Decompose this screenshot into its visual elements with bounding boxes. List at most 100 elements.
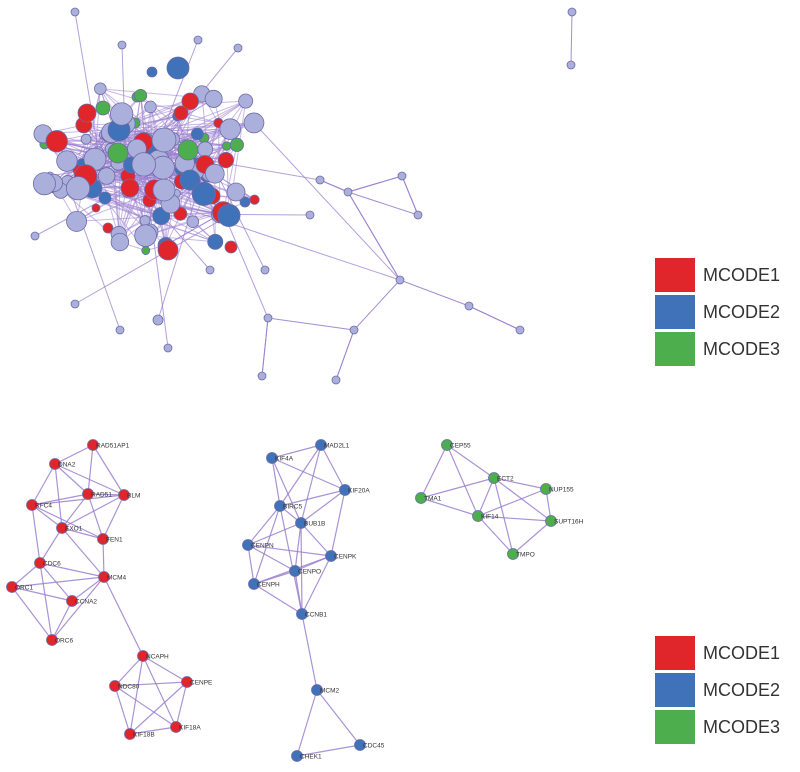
node-label: KIF4A <box>275 455 294 462</box>
network-edge <box>55 464 88 494</box>
network-node <box>116 326 124 334</box>
network-edge <box>254 584 302 614</box>
main-network-edges <box>35 12 572 380</box>
network-node <box>225 241 237 253</box>
network-node <box>66 177 89 200</box>
network-node <box>227 183 245 201</box>
network-node <box>396 276 404 284</box>
network-edge <box>469 306 520 330</box>
network-node <box>344 188 352 196</box>
network-node <box>567 61 575 69</box>
network-node <box>99 192 111 204</box>
node-label: MCM4 <box>107 574 127 581</box>
node-label: CENPN <box>251 542 274 549</box>
node-label: CENPK <box>334 553 357 560</box>
node-label: NDC80 <box>118 683 140 690</box>
network-edge <box>348 176 402 192</box>
network-node <box>132 153 156 177</box>
node-label: CCNA2 <box>75 598 97 605</box>
node-label: ECT2 <box>497 475 514 482</box>
node-label: SUPT16H <box>554 518 584 525</box>
network-node <box>230 138 243 151</box>
network-edge <box>295 571 302 614</box>
network-edge <box>104 577 143 656</box>
legend-swatch-mcode1 <box>655 636 695 670</box>
legend-label: MCODE3 <box>703 717 780 738</box>
legend-item: MCODE2 <box>655 673 795 707</box>
network-node <box>198 142 213 157</box>
node-label: CDC6 <box>43 560 61 567</box>
network-edge <box>115 686 130 734</box>
network-node <box>234 44 242 52</box>
legend-swatch-mcode3 <box>655 332 695 366</box>
network-edge <box>176 682 187 727</box>
network-node <box>250 195 259 204</box>
network-node <box>121 179 139 197</box>
network-node <box>81 134 91 144</box>
legend-label: MCODE2 <box>703 680 780 701</box>
network-edge <box>268 318 354 330</box>
network-edge <box>301 445 321 523</box>
node-label: KIF18B <box>133 731 155 738</box>
network-node <box>568 8 576 16</box>
network-node <box>57 151 78 172</box>
network-edge <box>272 458 280 506</box>
legend-label: MCODE3 <box>703 339 780 360</box>
network-edge <box>513 521 551 554</box>
legend-item: MCODE3 <box>655 332 795 366</box>
network-node <box>78 104 96 122</box>
network-node <box>31 232 39 240</box>
node-label: RFC4 <box>35 502 52 509</box>
network-node <box>332 376 340 384</box>
node-label: MCM2 <box>320 687 340 694</box>
node-label: RAD51 <box>91 491 112 498</box>
network-node <box>192 182 215 205</box>
network-node <box>153 179 175 201</box>
node-label: KIF20A <box>348 487 370 494</box>
network-edge <box>295 523 301 571</box>
network-edge <box>321 445 345 490</box>
network-edge <box>354 280 400 330</box>
network-edge <box>317 690 360 745</box>
network-node <box>465 302 473 310</box>
network-edge <box>348 192 418 215</box>
network-node <box>239 94 253 108</box>
node-label: ORC6 <box>55 637 73 644</box>
node-label: RAD51AP1 <box>96 442 130 449</box>
network-node <box>98 168 115 185</box>
network-edge <box>402 176 418 215</box>
node-label: NCAPH <box>146 653 169 660</box>
legend-swatch-mcode2 <box>655 673 695 707</box>
legend-item: MCODE3 <box>655 710 795 744</box>
network-node <box>258 372 266 380</box>
node-label: CENPE <box>190 679 213 686</box>
network-edge <box>272 458 301 523</box>
network-node <box>134 89 146 101</box>
node-label: DNA2 <box>58 461 76 468</box>
legend-swatch-mcode2 <box>655 295 695 329</box>
network-edge <box>40 528 62 563</box>
network-edge <box>52 601 72 640</box>
network-node <box>398 172 406 180</box>
network-node <box>167 57 189 79</box>
network-node <box>516 326 524 334</box>
legend-label: MCODE2 <box>703 302 780 323</box>
network-edge <box>421 445 447 498</box>
network-node <box>187 216 199 228</box>
node-label: CDC45 <box>363 742 385 749</box>
node-label: EXO1 <box>65 525 83 532</box>
legend-item: MCODE2 <box>655 295 795 329</box>
network-node <box>142 246 150 254</box>
network-node <box>153 315 163 325</box>
node-label: BUB1B <box>304 520 325 527</box>
legend-swatch-mcode1 <box>655 258 695 292</box>
node-label: CHEK1 <box>300 753 322 760</box>
network-edge <box>320 180 348 192</box>
network-node <box>145 101 157 113</box>
network-edge <box>400 280 469 306</box>
legend-top: MCODE1 MCODE2 MCODE3 <box>655 258 795 369</box>
network-edge <box>262 318 268 376</box>
legend-label: MCODE1 <box>703 265 780 286</box>
network-edge <box>301 523 331 556</box>
